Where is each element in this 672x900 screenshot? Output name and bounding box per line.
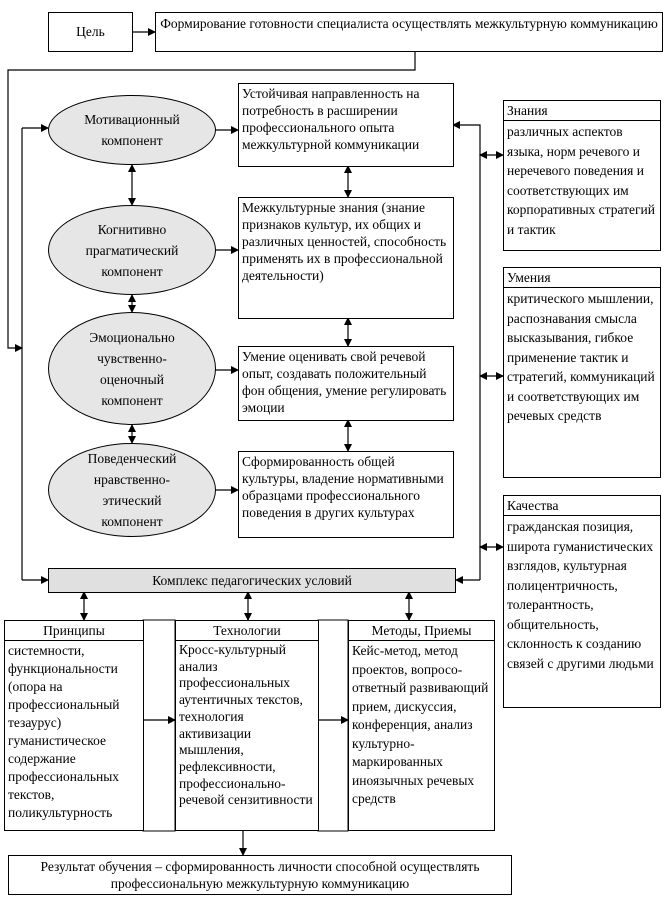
goal-label: Цель — [48, 12, 133, 52]
side-title: Умения — [504, 268, 660, 288]
side-title: Качества — [504, 496, 660, 516]
side-text: критического мышлении, распознавания смы… — [507, 291, 655, 423]
component-name: Мотивационный компонент — [84, 112, 180, 148]
column-text: Кросс-культурный анализ профессиональных… — [179, 642, 313, 808]
column-text: системности, функциональности (опора на … — [8, 643, 120, 820]
component-description-3: Умение оценивать свой речевой опыт, созд… — [238, 346, 454, 421]
column-methods: Методы, Приемы Кейс-метод, метод проекто… — [348, 620, 495, 831]
component-description-2: Межкультурные знания (знание признаков к… — [238, 197, 454, 319]
column-title: Принципы — [5, 621, 143, 641]
side-title: Знания — [504, 101, 660, 121]
component-name: Когнитивно прагматический компонент — [85, 221, 179, 279]
learning-result: Результат обучения – сформированность ли… — [8, 855, 512, 895]
component-behavioral: Поведенческий нравственно-этический комп… — [48, 443, 216, 537]
feedback-line — [7, 51, 416, 352]
column-text: Кейс-метод, метод проектов, вопросо-отве… — [352, 643, 489, 806]
component-motivational: Мотивационный компонент — [48, 95, 216, 165]
column-technologies: Технологии Кросс-культурный анализ профе… — [175, 620, 319, 831]
component-cognitive: Когнитивно прагматический компонент — [48, 205, 216, 295]
side-qualities: Качества гражданская позиция, широта гум… — [503, 495, 661, 708]
component-emotional: Эмоционально чувственно-оценочный компон… — [48, 312, 216, 425]
component-description-1: Устойчивая направленность на потребность… — [238, 83, 454, 167]
side-text: различных аспектов языка, норм речевого … — [507, 124, 655, 237]
component-description-4: Сформированность общей культуры, владени… — [238, 451, 454, 538]
component-name: Поведенческий нравственно-этический комп… — [87, 451, 177, 529]
column-principles: Принципы системности, функциональности (… — [4, 620, 144, 831]
column-title: Методы, Приемы — [349, 621, 494, 641]
side-skills: Умения критического мышлении, распознава… — [503, 267, 661, 478]
pedagogical-conditions: Комплекс педагогических условий — [48, 568, 456, 593]
component-name: Эмоционально чувственно-оценочный компон… — [89, 329, 175, 408]
side-text: гражданская позиция, широта гуманистичес… — [507, 519, 654, 671]
side-knowledge: Знания различных аспектов языка, норм ре… — [503, 100, 661, 251]
column-title: Технологии — [176, 621, 318, 641]
goal-text: Формирование готовности специалиста осущ… — [155, 12, 663, 52]
